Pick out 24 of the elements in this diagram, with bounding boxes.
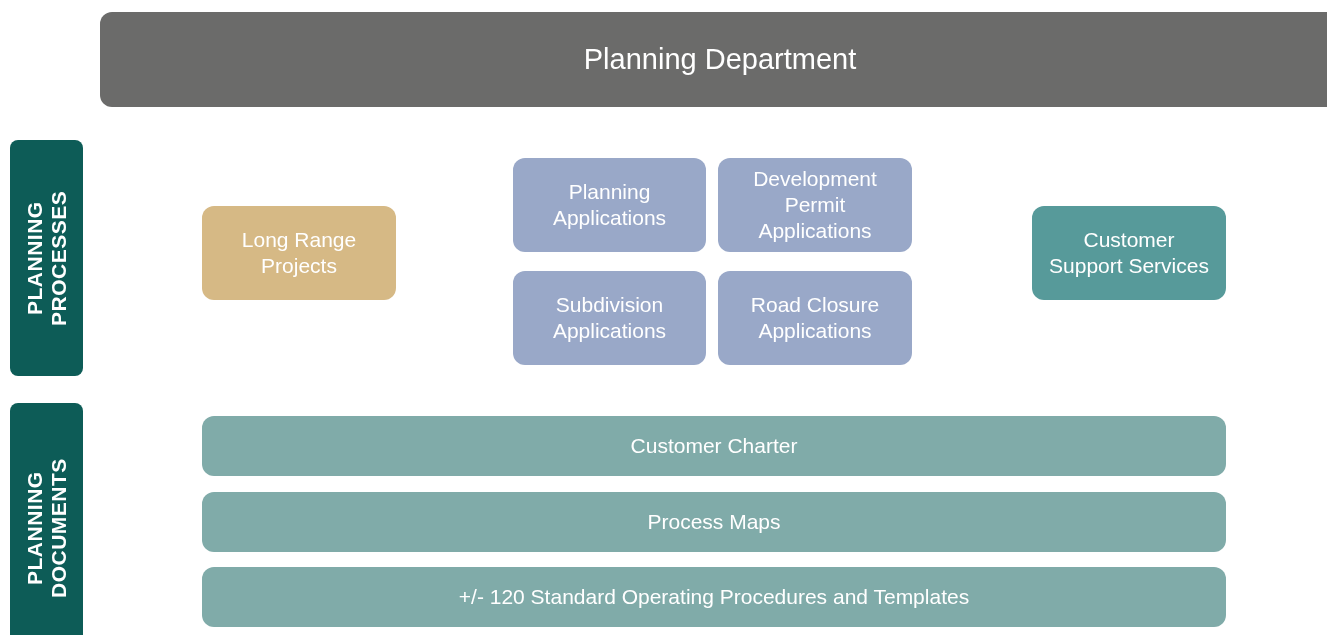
side-band xyxy=(10,140,83,376)
process-box xyxy=(513,158,706,252)
process-box xyxy=(202,206,396,300)
section-label: PLANNING PROCESSES xyxy=(22,189,71,328)
box-label: Long Range Projects xyxy=(240,226,358,279)
box-label: Customer Support Services xyxy=(1048,226,1210,279)
box-label: Process Maps xyxy=(646,508,782,535)
box-label: Planning Applications xyxy=(551,178,668,231)
box-label: Development Permit Applications xyxy=(752,165,878,245)
side-band xyxy=(10,403,83,635)
process-box xyxy=(513,271,706,365)
box-label: Planning Department xyxy=(582,42,858,78)
process-box xyxy=(1032,206,1226,300)
document-bar xyxy=(202,567,1226,627)
section-label: PLANNING DOCUMENTS xyxy=(22,457,71,600)
box-label: +/- 120 Standard Operating Procedures and Templates xyxy=(457,583,971,610)
box-label: Road Closure Applications xyxy=(749,291,881,344)
document-bar xyxy=(202,416,1226,476)
process-box xyxy=(718,158,912,252)
box-label: Subdivision Applications xyxy=(551,291,668,344)
box-label: Customer Charter xyxy=(629,432,799,459)
document-bar xyxy=(202,492,1226,552)
process-box xyxy=(718,271,912,365)
header-band xyxy=(100,12,1327,107)
